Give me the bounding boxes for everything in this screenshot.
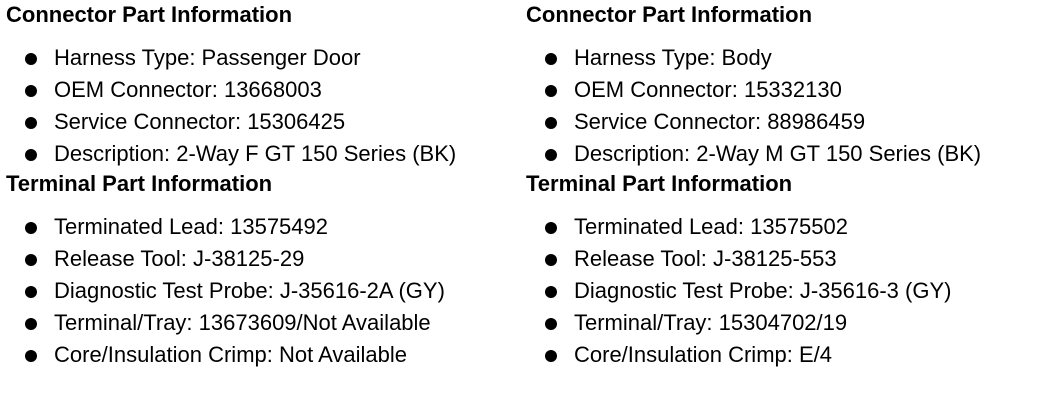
list-item: Release Tool: J-38125-553 (526, 243, 1046, 275)
list-item: Diagnostic Test Probe: J-35616-3 (GY) (526, 275, 1046, 307)
bullet-icon (545, 149, 557, 161)
list-item: Release Tool: J-38125-29 (6, 243, 526, 275)
connector-part-heading: Connector Part Information (526, 2, 813, 27)
bullet-icon (25, 286, 37, 298)
oem-connector-text: OEM Connector: 13668003 (54, 77, 322, 102)
bullet-icon (545, 53, 557, 65)
bullet-icon (25, 53, 37, 65)
list-item: Core/Insulation Crimp: E/4 (526, 339, 1046, 371)
bullet-icon (25, 85, 37, 97)
bullet-icon (545, 222, 557, 234)
harness-type-text: Harness Type: Passenger Door (54, 45, 361, 70)
list-item: Service Connector: 15306425 (6, 106, 526, 138)
list-item: Diagnostic Test Probe: J-35616-2A (GY) (6, 275, 526, 307)
bullet-icon (545, 85, 557, 97)
list-item: Terminated Lead: 13575502 (526, 211, 1046, 243)
diagnostic-test-probe-text: Diagnostic Test Probe: J-35616-2A (GY) (54, 278, 445, 303)
list-item: Harness Type: Body (526, 42, 1046, 74)
bullet-icon (25, 350, 37, 362)
bullet-icon (545, 318, 557, 330)
terminal-tray-text: Terminal/Tray: 15304702/19 (574, 310, 848, 335)
description-text: Description: 2-Way F GT 150 Series (BK) (54, 141, 457, 166)
list-item: Core/Insulation Crimp: Not Available (6, 339, 526, 371)
list-item: Description: 2-Way M GT 150 Series (BK) (526, 138, 1046, 170)
connector-part-heading: Connector Part Information (6, 2, 293, 27)
bullet-icon (25, 222, 37, 234)
bullet-icon (25, 254, 37, 266)
list-item: Description: 2-Way F GT 150 Series (BK) (6, 138, 526, 170)
bullet-icon (545, 254, 557, 266)
bullet-icon (545, 286, 557, 298)
bullet-icon (25, 117, 37, 129)
list-item: Harness Type: Passenger Door (6, 42, 526, 74)
oem-connector-text: OEM Connector: 15332130 (574, 77, 842, 102)
list-item: Terminal/Tray: 13673609/Not Available (6, 307, 526, 339)
bullet-icon (25, 149, 37, 161)
list-item: OEM Connector: 13668003 (6, 74, 526, 106)
core-insulation-crimp-text: Core/Insulation Crimp: Not Available (54, 342, 407, 367)
release-tool-text: Release Tool: J-38125-553 (574, 246, 837, 271)
terminal-part-heading: Terminal Part Information (526, 171, 793, 196)
connector-part-list: Harness Type: Passenger Door OEM Connect… (6, 42, 526, 170)
bullet-icon (545, 117, 557, 129)
list-item: OEM Connector: 15332130 (526, 74, 1046, 106)
harness-type-text: Harness Type: Body (574, 45, 772, 70)
terminal-part-list: Terminated Lead: 13575502 Release Tool: … (526, 211, 1046, 371)
list-item: Terminated Lead: 13575492 (6, 211, 526, 243)
terminal-part-heading: Terminal Part Information (6, 171, 273, 196)
service-connector-text: Service Connector: 88986459 (574, 109, 866, 134)
terminal-tray-text: Terminal/Tray: 13673609/Not Available (54, 310, 431, 335)
left-column: Connector Part Information Harness Type:… (6, 0, 526, 371)
diagnostic-test-probe-text: Diagnostic Test Probe: J-35616-3 (GY) (574, 278, 952, 303)
connector-part-list: Harness Type: Body OEM Connector: 153321… (526, 42, 1046, 170)
terminated-lead-text: Terminated Lead: 13575492 (54, 214, 328, 239)
bullet-icon (25, 318, 37, 330)
terminated-lead-text: Terminated Lead: 13575502 (574, 214, 848, 239)
right-column: Connector Part Information Harness Type:… (526, 0, 1046, 371)
service-connector-text: Service Connector: 15306425 (54, 109, 346, 134)
core-insulation-crimp-text: Core/Insulation Crimp: E/4 (574, 342, 832, 367)
list-item: Service Connector: 88986459 (526, 106, 1046, 138)
description-text: Description: 2-Way M GT 150 Series (BK) (574, 141, 982, 166)
terminal-part-list: Terminated Lead: 13575492 Release Tool: … (6, 211, 526, 371)
bullet-icon (545, 350, 557, 362)
list-item: Terminal/Tray: 15304702/19 (526, 307, 1046, 339)
release-tool-text: Release Tool: J-38125-29 (54, 246, 305, 271)
